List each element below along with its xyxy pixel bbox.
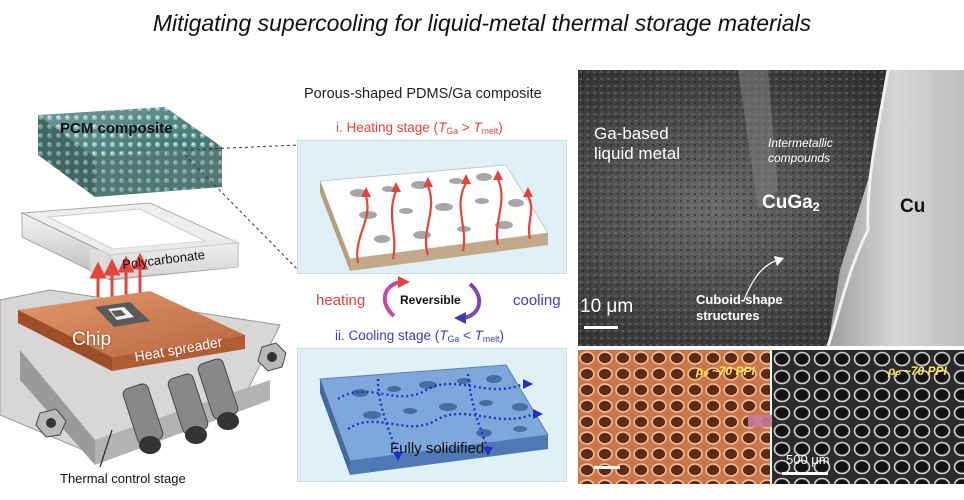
composite-title: Porous-shaped PDMS/Ga composite [304,86,542,102]
ppi-right-label: ρP ~70 PPI [888,364,947,379]
fully-solidified-word: Fully solidified [390,440,485,457]
figure-title: Mitigating supercooling for liquid-metal… [152,10,812,36]
copper-foam-photo: ρP ~70 PPI [578,350,770,484]
chip-label: Chip [72,329,112,350]
cooling-word: cooling [513,292,561,309]
copper-foam-texture [578,350,770,484]
heating-porous-structure [319,164,549,271]
reversible-cycle [372,276,492,324]
reversible-word: Reversible [400,293,461,307]
cooling-porous-structure [319,364,549,475]
reversible-arrows [383,276,481,324]
sem-texture [578,70,964,346]
heating-word: heating [316,292,366,309]
sem-scale-bar [584,326,618,329]
ga-infiltrated-foam-photo: ρP ~70 PPI 500 μm [772,350,964,484]
device-drawing [0,107,299,468]
cu-label: Cu [900,196,926,217]
cuga2-label: CuGa2 [762,192,820,215]
cooling-stage-caption: ii. Cooling stage (TGa < Tmelt) [335,328,504,345]
heating-stage-panel [297,140,567,274]
pcm-composite-block [38,107,222,197]
thermal-control-stage-label: Thermal control stage [60,471,186,486]
pcm-composite-label: PCM composite [60,120,173,137]
ga-foam-texture [772,350,964,484]
heating-stage-caption: i. Heating stage (TGa > Tmelt) [336,120,503,137]
ppi-left-label: ρP ~70 PPI [696,364,755,379]
polycarbonate-frame [20,202,240,281]
copper-heat-spreader [18,291,245,371]
foam-scale-label: 500 μm [786,452,830,467]
sem-scale-label: 10 μm [580,296,634,317]
cooling-stage-panel [297,348,567,482]
device-illustration: PCM composite Polycarbonate Chip Heat sp… [0,95,300,495]
